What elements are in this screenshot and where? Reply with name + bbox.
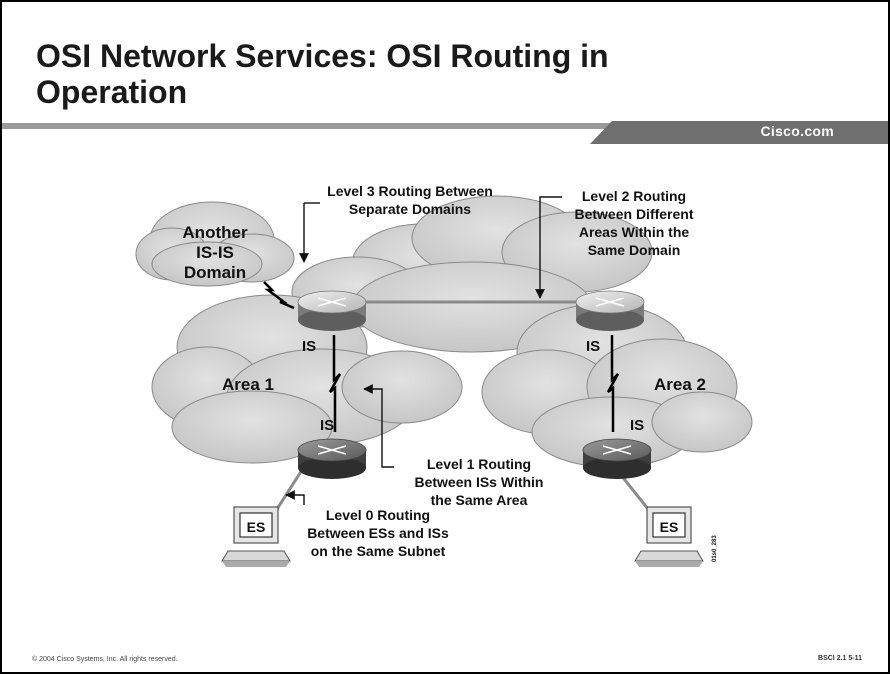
cisco-brand-label: Cisco.com [760,123,834,139]
is-label-area1-bottom: IS [320,417,334,434]
level2-annotation: Level 2 Routing Between Different Areas … [574,188,693,258]
level2-line-1: Level 2 Routing [582,188,686,204]
level0-arrow [285,490,305,505]
es-right-label: ES [660,519,679,535]
level2-arrow [535,196,562,299]
level2-line-2: Between Different [574,206,693,222]
level1-line-1: Level 1 Routing [427,456,531,472]
area2-cloud [481,303,753,468]
es-left-label: ES [247,519,266,535]
level1-annotation: Level 1 Routing Between ISs Within the S… [414,456,543,508]
another-domain-label-3: Domain [184,263,246,282]
level2-line-3: Areas Within the [579,224,690,240]
annotation-arrows [285,196,562,505]
figure-id: 01s0_283 [712,535,718,562]
is-label-area2-bottom: IS [630,417,644,434]
level1-line-2: Between ISs Within [414,474,543,490]
slide-title-line-2: Operation [36,74,188,110]
inter-domain-serial-link [263,281,295,310]
level1-line-3: the Same Area [431,492,528,508]
another-domain-label-2: IS-IS [196,243,234,262]
es-left-workstation: ES [221,506,291,567]
router-area1-top [297,290,367,331]
area1-label: Area 1 [222,375,274,394]
level0-line-1: Level 0 Routing [326,507,430,523]
level0-line-2: Between ESs and ISs [307,525,449,541]
level2-line-4: Same Domain [588,242,681,258]
is-label-area1-top: IS [302,338,316,355]
level3-line-1: Level 3 Routing Between [327,183,493,199]
area2-label: Area 2 [654,375,706,394]
slide-title-line-1: OSI Network Services: OSI Routing in [36,38,609,74]
slide-title: OSI Network Services: OSI Routing in Ope… [36,38,816,110]
is-label-area2-top: IS [586,338,600,355]
serial-links [263,281,620,432]
copyright-text: © 2004 Cisco Systems, Inc. All rights re… [32,656,178,663]
area1-serial-link [328,335,342,432]
router-area1-bottom [297,438,367,479]
another-domain-label-1: Another [182,223,248,242]
level3-annotation: Level 3 Routing Between Separate Domains [327,183,493,217]
level0-line-3: on the Same Subnet [311,543,446,559]
title-banner [2,121,888,144]
level3-line-2: Separate Domains [349,201,471,217]
another-domain-cloud [135,201,295,287]
router-area2-bottom [582,438,652,479]
area2-serial-link [606,335,620,432]
router-area2-top [575,290,645,331]
course-reference: BSCI 2.1 5-11 [818,655,862,662]
level1-arrow [363,384,394,468]
level0-annotation: Level 0 Routing Between ESs and ISs on t… [307,507,449,559]
es-right-workstation: ES [634,506,704,567]
